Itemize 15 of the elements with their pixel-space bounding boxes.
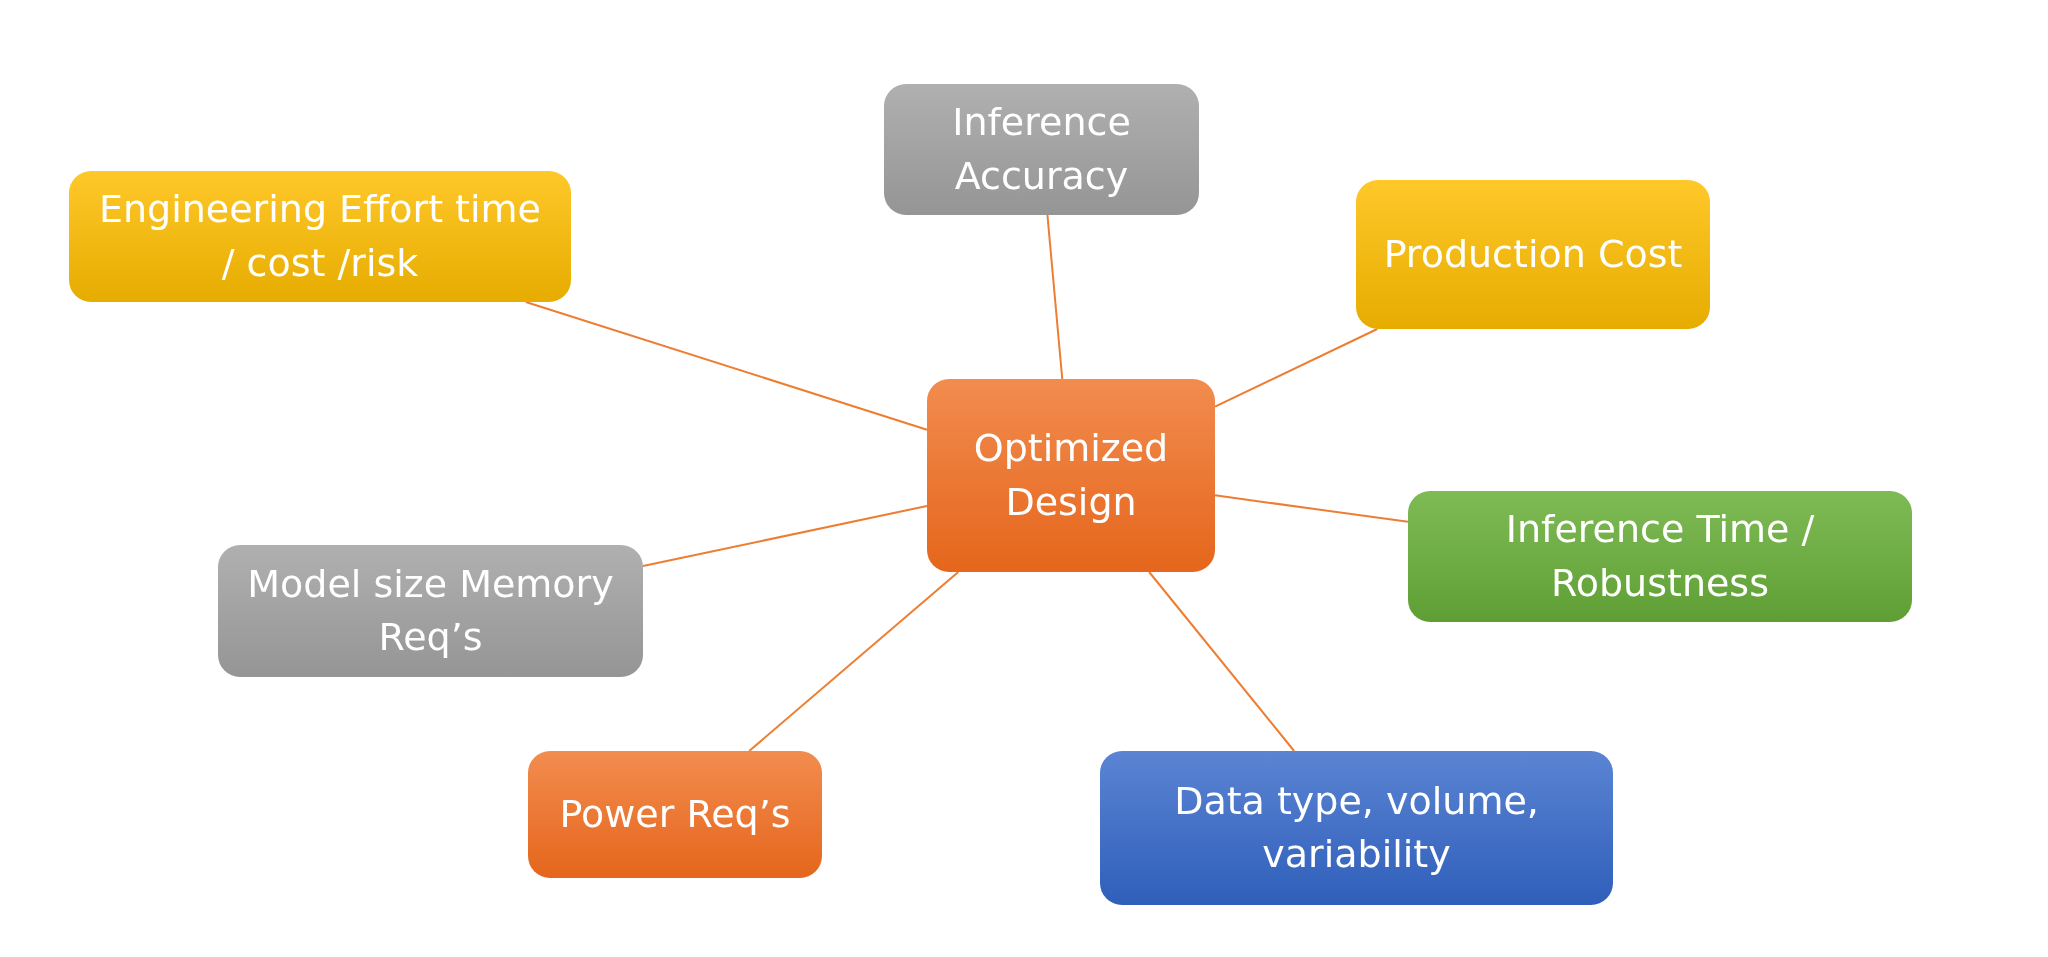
connector-line	[748, 571, 960, 752]
connector-line	[524, 301, 928, 431]
topic-box: Data type, volume, variability	[1100, 751, 1613, 905]
connector-line	[1046, 214, 1064, 380]
topic-box: Inference Accuracy	[884, 84, 1199, 215]
connector-line	[1214, 494, 1409, 523]
topic-box: Power Req’s	[528, 751, 822, 878]
connector-line	[642, 504, 928, 568]
connector-line	[1148, 571, 1296, 752]
topic-box: Production Cost	[1356, 180, 1710, 329]
topic-box: Optimized Design	[927, 379, 1215, 572]
topic-box: Model size Memory Req’s	[218, 545, 643, 677]
topic-box: Engineering Effort time / cost /risk	[69, 171, 571, 302]
topic-box: Inference Time / Robustness	[1408, 491, 1912, 622]
connector-line	[1214, 328, 1379, 408]
